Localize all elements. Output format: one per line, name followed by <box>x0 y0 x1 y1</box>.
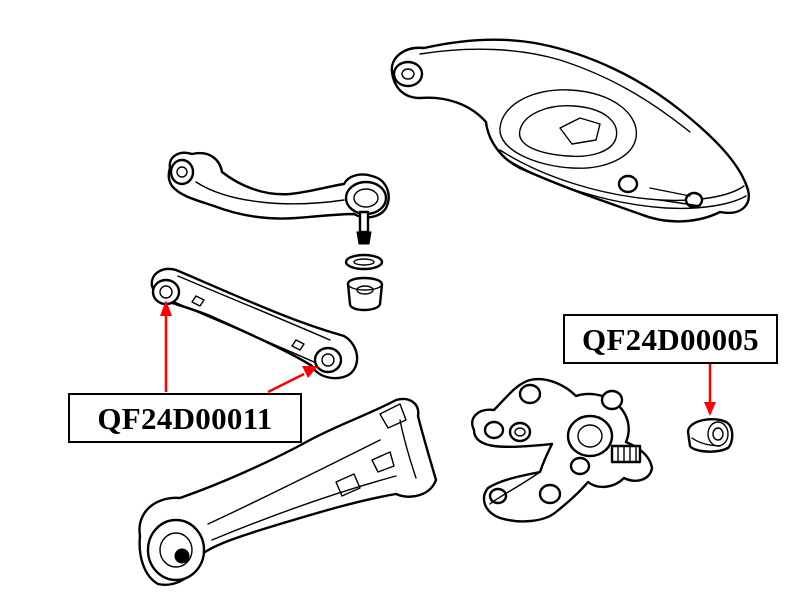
part-number-text: QF24D00005 <box>582 321 759 357</box>
part-number-text: QF24D00011 <box>97 400 273 436</box>
lower-control-arm-large <box>390 38 750 223</box>
part-number-label-link-arm: QF24D00011 <box>68 393 302 443</box>
arrow-to-small-bushing <box>704 364 716 416</box>
small-bushing <box>686 418 734 453</box>
arrow-to-front-bushing <box>160 300 172 392</box>
link-arm <box>150 267 359 380</box>
part-number-label-bushing: QF24D00005 <box>563 314 778 364</box>
arrow-to-rear-bushing <box>267 366 318 394</box>
trailing-arm <box>138 397 438 586</box>
upper-control-arm <box>167 151 390 312</box>
knuckle <box>471 377 654 523</box>
